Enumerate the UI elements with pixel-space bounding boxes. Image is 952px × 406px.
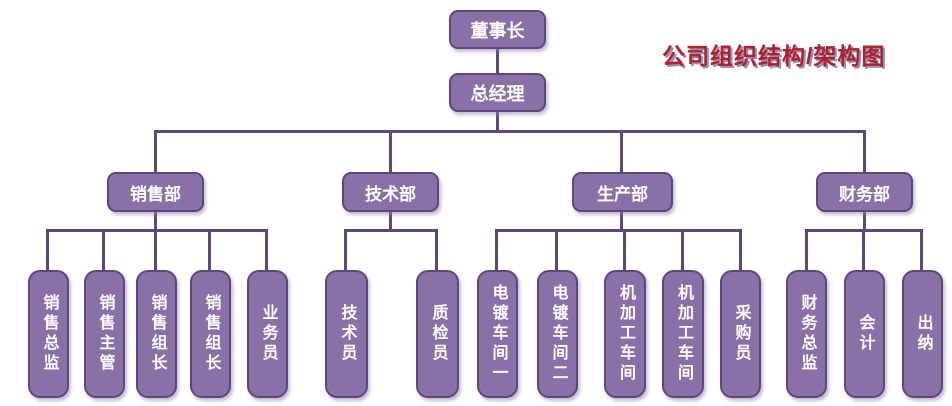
dept-finance[interactable]: 财务部 (816, 172, 913, 212)
leaf-sales-supervisor[interactable]: 销售主管 (84, 270, 125, 398)
leaf-technician[interactable]: 技术员 (325, 270, 368, 398)
dept-finance-label: 财务部 (839, 184, 890, 204)
connector-production-stem (620, 212, 623, 229)
leaf-technician-label: 技术员 (338, 304, 356, 364)
dept-sales[interactable]: 销售部 (107, 172, 204, 212)
leaf-sales-supervisor-label: 销售主管 (96, 294, 114, 374)
connector-drop-production-child-4 (681, 229, 684, 270)
connector-production-horizontal (495, 229, 742, 232)
connector-gm-stem (496, 112, 499, 130)
leaf-plating-workshop-2[interactable]: 电镀车间二 (537, 270, 578, 398)
node-general-manager-label: 总经理 (470, 83, 525, 104)
connector-drop-sales-child-2 (102, 229, 105, 270)
connector-drop-production-child-1 (495, 229, 498, 270)
chart-title: 公司组织结构/架构图 (662, 43, 886, 69)
connector-drop-finance-child-1 (805, 229, 808, 270)
leaf-sales-director[interactable]: 销售总监 (28, 270, 69, 398)
connector-drop-tech-child-2 (435, 229, 438, 270)
connector-root-stem (496, 49, 499, 73)
connector-finance-stem (863, 212, 866, 229)
leaf-sales-director-label: 销售总监 (40, 294, 58, 374)
dept-tech-label: 技术部 (365, 184, 416, 204)
leaf-accountant-label: 会计 (856, 314, 874, 354)
leaf-accountant[interactable]: 会计 (844, 270, 885, 398)
leaf-quality-inspector-label: 质检员 (429, 304, 447, 364)
leaf-machining-workshop-2[interactable]: 机加工车间 (662, 270, 704, 398)
connector-drop-production (620, 130, 623, 172)
connector-drop-sales (154, 130, 157, 172)
connector-drop-sales-child-1 (46, 229, 49, 270)
node-chairman-label: 董事长 (470, 20, 525, 41)
node-chairman[interactable]: 董事长 (449, 10, 546, 49)
leaf-sales-team-leader-2[interactable]: 销售组长 (190, 270, 231, 398)
leaf-cashier-label: 出纳 (914, 314, 932, 354)
leaf-plating-workshop-1-label: 电镀车间一 (489, 284, 507, 384)
connector-drop-production-child-2 (555, 229, 558, 270)
leaf-quality-inspector[interactable]: 质检员 (416, 270, 459, 398)
leaf-machining-workshop-1-label: 机加工车间 (617, 284, 634, 384)
leaf-salesman-label: 业务员 (259, 304, 277, 364)
dept-tech[interactable]: 技术部 (342, 172, 439, 212)
dept-sales-label: 销售部 (130, 184, 181, 204)
connector-sales-horizontal (46, 229, 268, 232)
leaf-plating-workshop-1[interactable]: 电镀车间一 (477, 270, 518, 398)
connector-tech-horizontal (344, 229, 438, 232)
leaf-machining-workshop-1[interactable]: 机加工车间 (604, 270, 646, 398)
leaf-plating-workshop-2-label: 电镀车间二 (549, 284, 567, 384)
connector-drop-finance-child-2 (862, 229, 865, 270)
leaf-finance-director-label: 财务总监 (798, 294, 816, 374)
connector-drop-tech (389, 130, 392, 172)
dept-production-label: 生产部 (597, 184, 648, 204)
connector-drop-sales-child-5 (265, 229, 268, 270)
connector-drop-sales-child-4 (208, 229, 211, 270)
connector-sales-stem (154, 212, 157, 229)
connector-main-horizontal (154, 130, 866, 133)
leaf-purchaser[interactable]: 采购员 (720, 270, 761, 398)
connector-drop-sales-child-3 (154, 229, 157, 270)
connector-drop-production-child-3 (623, 229, 626, 270)
leaf-cashier[interactable]: 出纳 (902, 270, 943, 398)
connector-tech-stem (389, 212, 392, 229)
leaf-sales-team-leader-1-label: 销售组长 (148, 294, 166, 374)
connector-drop-tech-child-1 (344, 229, 347, 270)
leaf-purchaser-label: 采购员 (732, 304, 750, 364)
leaf-machining-workshop-2-label: 机加工车间 (675, 284, 692, 384)
leaf-sales-team-leader-1[interactable]: 销售组长 (136, 270, 177, 398)
connector-drop-finance (863, 130, 866, 172)
dept-production[interactable]: 生产部 (572, 172, 673, 212)
connector-drop-production-child-5 (739, 229, 742, 270)
connector-drop-finance-child-3 (920, 229, 923, 270)
node-general-manager[interactable]: 总经理 (449, 73, 546, 112)
leaf-finance-director[interactable]: 财务总监 (786, 270, 827, 398)
leaf-sales-team-leader-2-label: 销售组长 (202, 294, 220, 374)
leaf-salesman[interactable]: 业务员 (247, 270, 288, 398)
